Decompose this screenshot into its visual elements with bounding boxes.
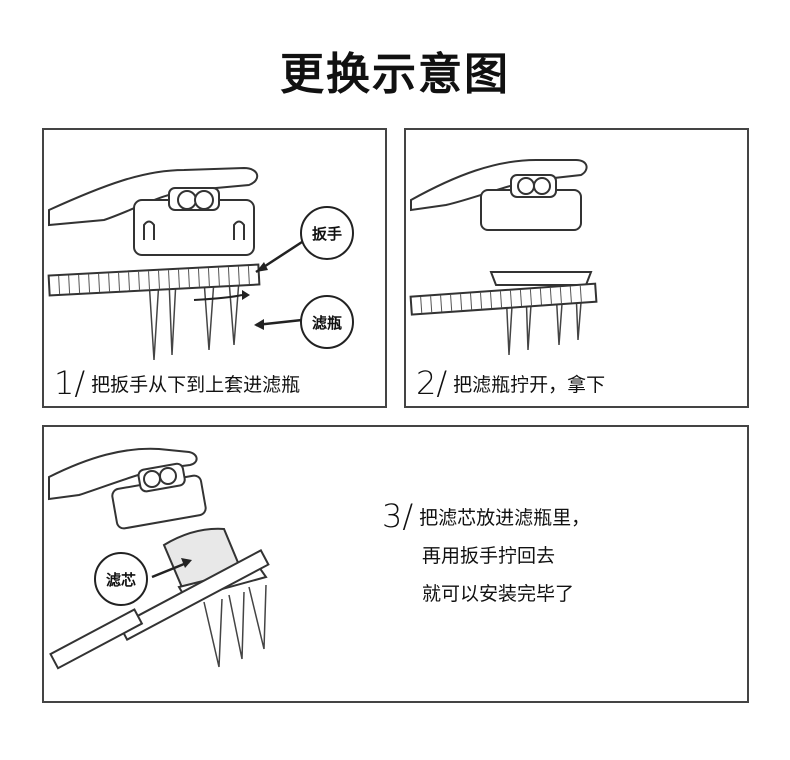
step-1-number: 1/ — [54, 364, 86, 402]
step-3-line-1: 3/把滤芯放进滤瓶里， — [382, 497, 591, 535]
step-1-illustration — [47, 166, 303, 361]
step-3-text: 3/把滤芯放进滤瓶里， 再用扳手拧回去 就可以安装完毕了 — [382, 497, 590, 613]
step-1-panel: 扳手 滤瓶 1/把扳手从下到上套进滤瓶 — [42, 128, 387, 408]
page-title: 更换示意图 — [280, 49, 510, 100]
step-1-caption: 1/把扳手从下到上套进滤瓶 — [54, 364, 301, 402]
wrench-callout: 扳手 — [300, 206, 354, 260]
step-3-panel: 滤芯 3/把滤芯放进滤瓶里， 再用扳手拧回去 就可以安装完毕了 — [42, 425, 749, 703]
step-2-panel: 2/把滤瓶拧开，拿下 — [404, 128, 749, 408]
step-3-line-3: 就可以安装完毕了 — [422, 583, 575, 605]
step-2-number: 2/ — [416, 364, 448, 402]
step-2-caption: 2/把滤瓶拧开，拿下 — [416, 364, 606, 402]
step-2-illustration — [409, 159, 598, 356]
step-3-number: 3/ — [382, 497, 414, 535]
filter-callout: 滤芯 — [94, 552, 148, 606]
bottle-callout: 滤瓶 — [300, 295, 354, 349]
step-3-illustration — [48, 447, 270, 670]
step-3-line-2: 再用扳手拧回去 — [422, 545, 556, 567]
